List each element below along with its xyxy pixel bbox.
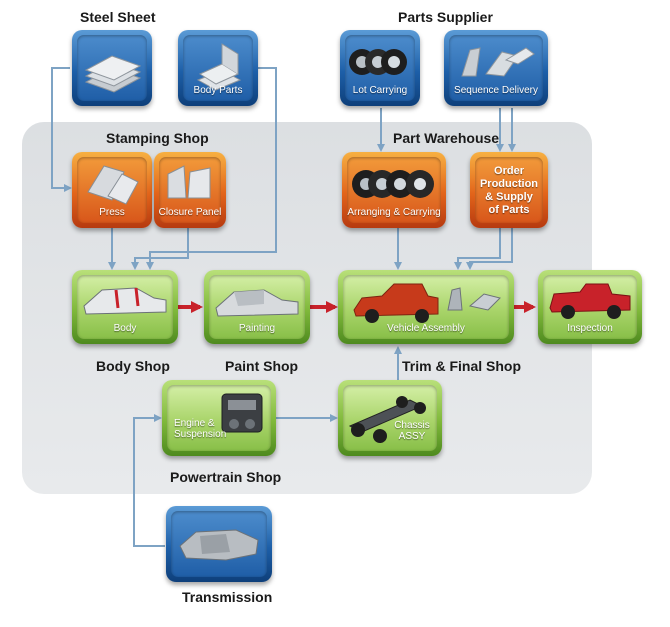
closure-panel-label: Closure Panel xyxy=(158,207,222,218)
chassis-line-1: Chassis xyxy=(394,420,430,431)
pickup-truck-icon xyxy=(549,283,631,319)
chassis-assy-tile: Chassis ASSY xyxy=(338,380,442,456)
engine-icon xyxy=(221,393,263,433)
vehicle-assembly-label: Vehicle Assembly xyxy=(387,323,465,334)
inspection-tile: Inspection xyxy=(538,270,642,344)
order-to-assembly-line xyxy=(454,228,501,270)
body-shop-title: Body Shop xyxy=(96,358,170,374)
steel-sheet-title: Steel Sheet xyxy=(80,9,156,25)
steel-sheet-tile xyxy=(72,30,152,106)
press-tile: Press xyxy=(72,152,152,228)
order-line-1: Order xyxy=(494,165,524,177)
closure-to-body-line xyxy=(131,228,189,270)
arranging-carrying-tile: Arranging & Carrying xyxy=(342,152,446,228)
painting-tile: Painting xyxy=(204,270,310,344)
painted-body-icon xyxy=(215,289,299,317)
parts-supplier-title: Parts Supplier xyxy=(398,9,493,25)
order-line-4: of Parts xyxy=(488,204,530,216)
door-panels-icon xyxy=(167,165,211,199)
sequence-to-assembly-line xyxy=(466,228,513,270)
arranging-carrying-label: Arranging & Carrying xyxy=(347,207,441,218)
vehicle-assembly-icon xyxy=(353,283,501,323)
seats-icon xyxy=(461,47,535,77)
closure-panel-tile: Closure Panel xyxy=(154,152,226,228)
body-tile: Body xyxy=(72,270,178,344)
press-label: Press xyxy=(99,207,125,218)
trim-final-shop-title: Trim & Final Shop xyxy=(402,358,522,374)
tires-icon xyxy=(349,49,407,75)
engine-suspension-tile: Engine & Suspension xyxy=(162,380,276,456)
order-line-3: & Supply xyxy=(485,191,533,203)
stamping-shop-title: Stamping Shop xyxy=(106,130,209,146)
chassis-icon xyxy=(348,396,426,443)
painting-label: Painting xyxy=(238,323,276,334)
transmission-tile xyxy=(166,506,272,582)
body-in-white-icon xyxy=(83,287,167,315)
powertrain-shop-title: Powertrain Shop xyxy=(170,469,282,485)
lot-carrying-label: Lot Carrying xyxy=(352,85,408,96)
steel-sheets-icon xyxy=(84,55,142,93)
body-parts-icon xyxy=(196,43,242,91)
transmission-icon xyxy=(179,529,259,561)
transmission-to-engine-line xyxy=(133,414,165,547)
paint-shop-title: Paint Shop xyxy=(225,358,299,374)
inspection-label: Inspection xyxy=(567,323,613,334)
chassis-line-2: ASSY xyxy=(398,431,426,442)
tire-rack-icon xyxy=(352,170,434,198)
vehicle-assembly-tile: Vehicle Assembly xyxy=(338,270,514,344)
steel-to-press-line xyxy=(51,67,72,192)
sequence-delivery-tile: Sequence Delivery xyxy=(444,30,548,106)
lot-carrying-tile: Lot Carrying xyxy=(340,30,420,106)
order-production-tile: Order Production & Supply of Parts xyxy=(470,152,548,228)
body-label: Body xyxy=(113,323,137,334)
sequence-delivery-label: Sequence Delivery xyxy=(454,85,538,96)
body-parts-label: Body Parts xyxy=(193,85,243,96)
press-parts-icon xyxy=(87,165,139,205)
transmission-title: Transmission xyxy=(182,589,273,605)
engine-line-2: Suspension xyxy=(174,429,227,440)
body-parts-tile: Body Parts xyxy=(178,30,258,106)
engine-line-1: Engine & xyxy=(174,418,215,429)
part-warehouse-title: Part Warehouse xyxy=(393,130,500,146)
order-line-2: Production xyxy=(479,178,539,190)
